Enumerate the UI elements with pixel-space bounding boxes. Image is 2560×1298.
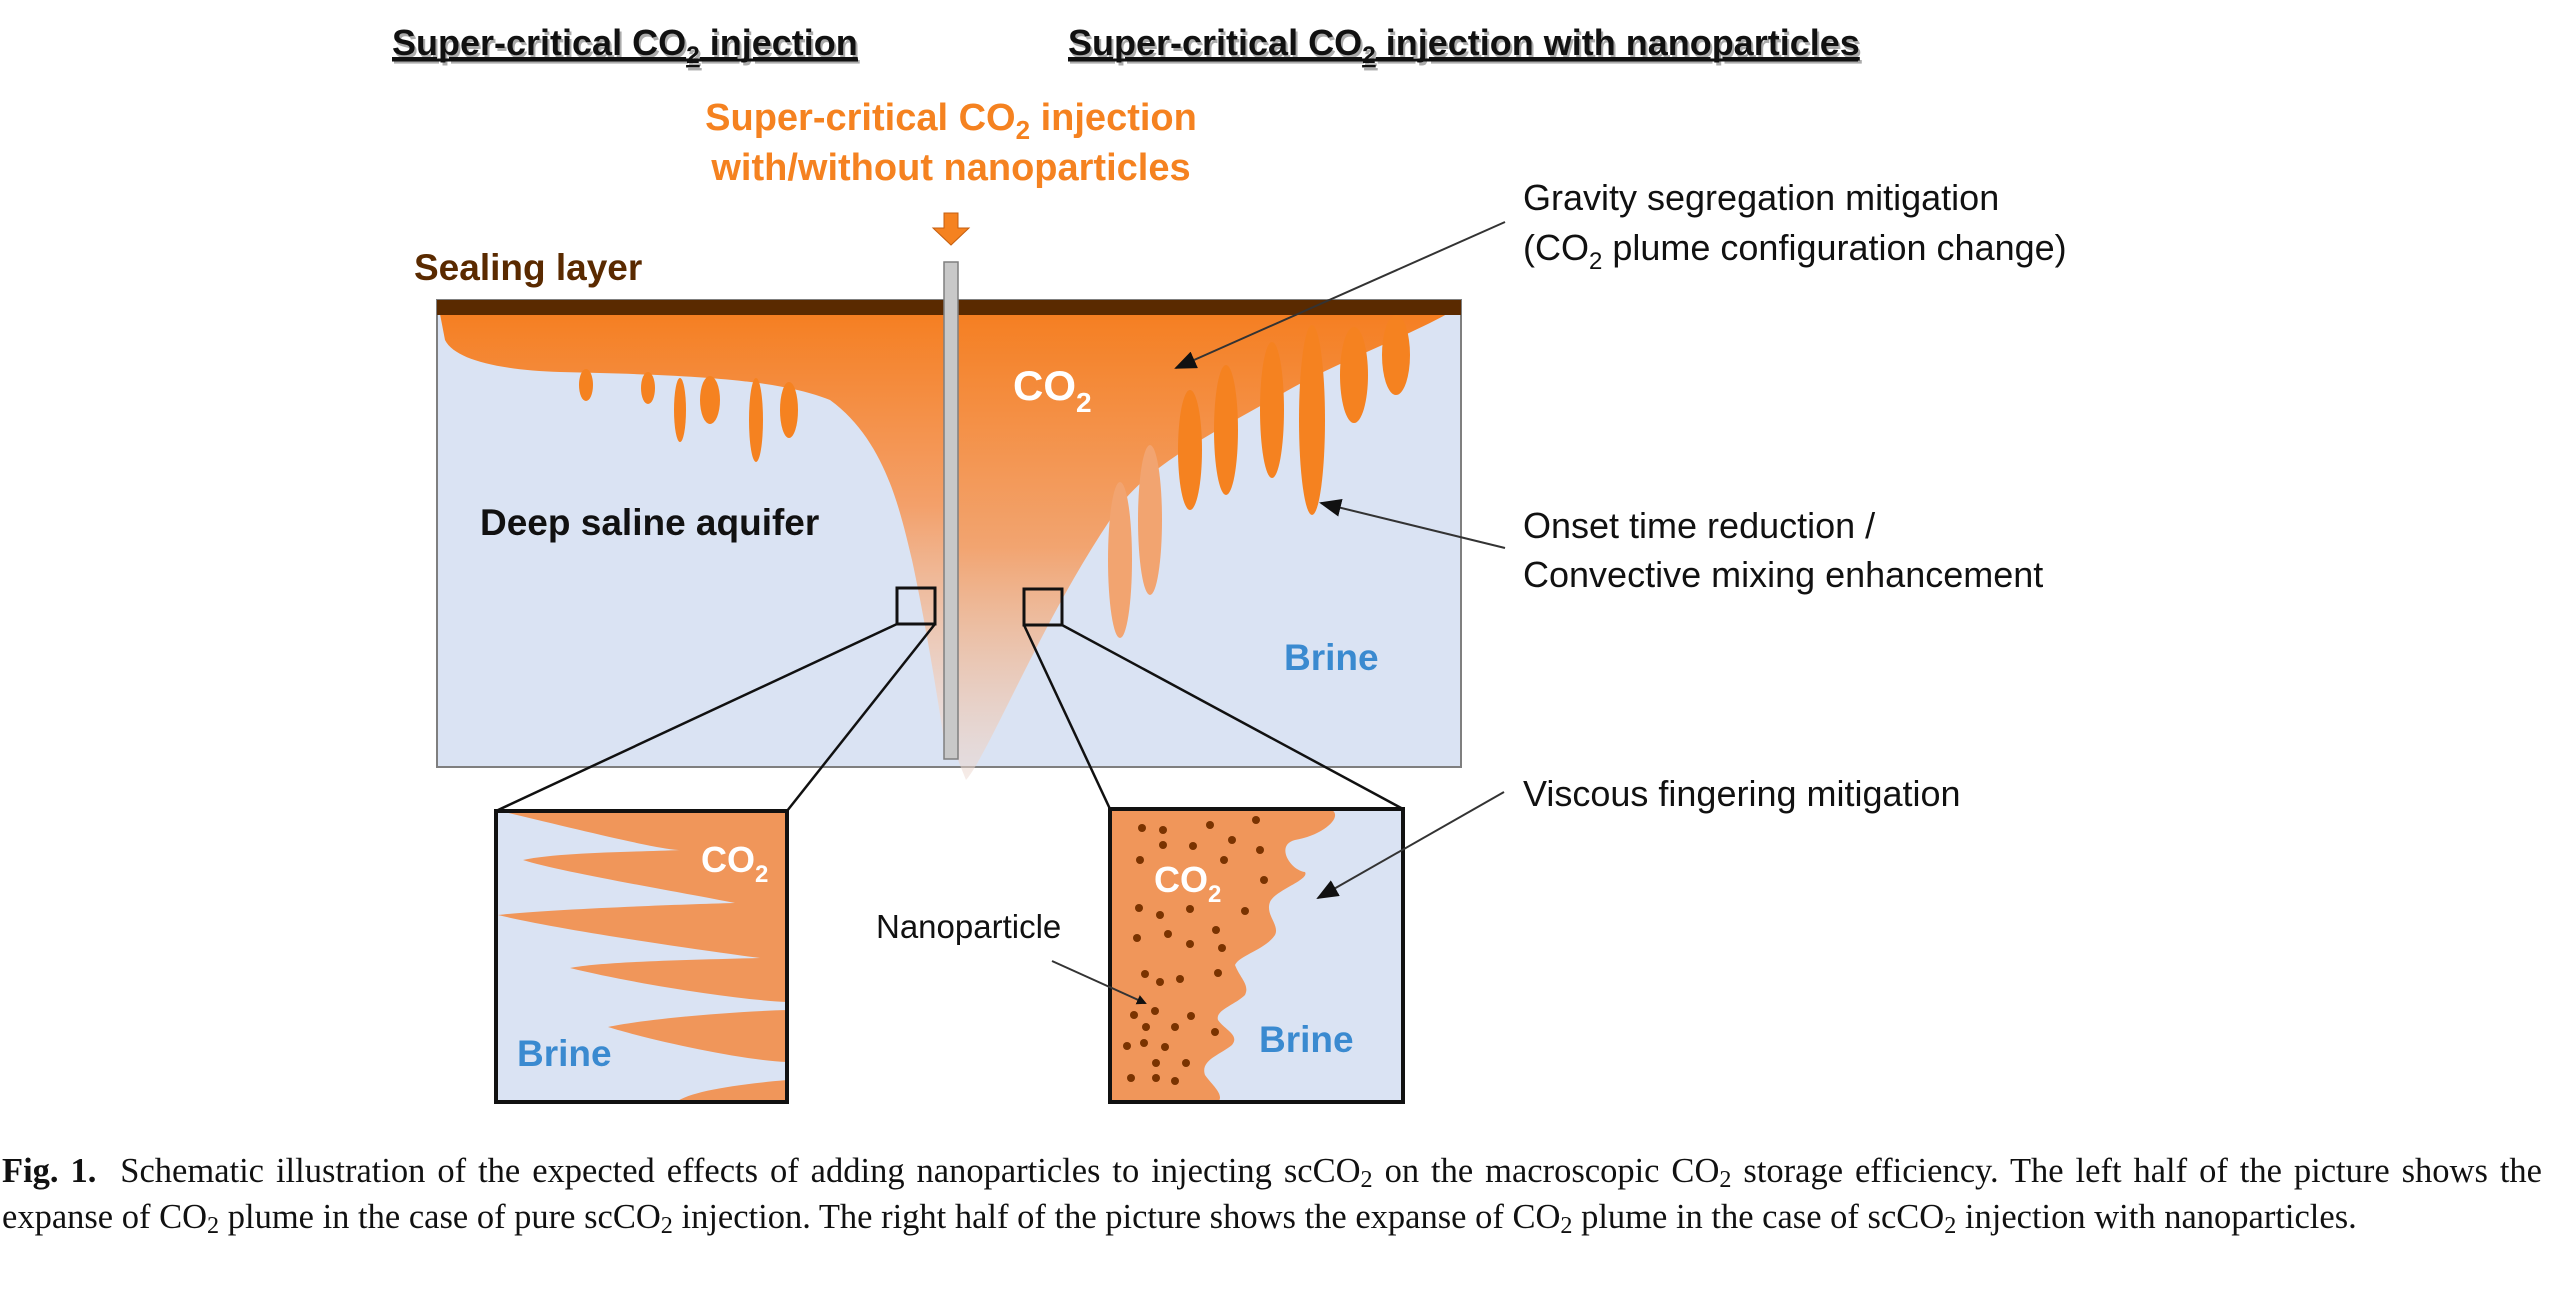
nanoparticle-label: Nanoparticle	[876, 908, 1061, 945]
nanoparticle-dot	[1151, 1007, 1159, 1015]
co2-plume-right	[958, 314, 1447, 780]
annotation-viscous: Viscous fingering mitigation	[1523, 773, 1961, 814]
nanoparticle-dot	[1189, 842, 1197, 850]
inset-right-brine-label: Brine	[1259, 1019, 1354, 1060]
nanoparticle-dot	[1141, 970, 1149, 978]
inset-right-co2-label: CO2	[1154, 859, 1221, 908]
nanoparticle-dot	[1156, 978, 1164, 986]
header-right-text: Super-critical CO2 injection with nanopa…	[1068, 22, 1860, 69]
co2-fingers-right-deep	[1108, 445, 1162, 638]
co2-fingers-left	[579, 369, 798, 462]
nanoparticle-dot	[1212, 926, 1220, 934]
injection-well	[943, 261, 959, 760]
inset-right: CO2 Brine	[1108, 807, 1405, 1104]
nanoparticle-dot	[1130, 1011, 1138, 1019]
zoom-region-left	[895, 586, 937, 626]
header-left-text: Super-critical CO2 injection	[392, 22, 858, 69]
annotation-onset-line1: Onset time reduction /	[1523, 505, 1875, 546]
nanoparticle-dot	[1171, 1077, 1179, 1085]
nanoparticle-dot	[1136, 856, 1144, 864]
nanoparticle-dot	[1127, 1074, 1135, 1082]
inset-left: CO2 Brine	[494, 809, 789, 1104]
viscous-arrow	[1316, 791, 1505, 899]
caption-label: Fig. 1.	[2, 1152, 97, 1190]
nanoparticles	[1123, 816, 1268, 1085]
nanoparticle-dot	[1156, 911, 1164, 919]
nanoparticle-dot	[1182, 1059, 1190, 1067]
nanoparticle-dot	[1176, 975, 1184, 983]
nanoparticle-dot	[1241, 907, 1249, 915]
co2-fingers-right	[1178, 315, 1410, 515]
zoom-region-right	[1022, 587, 1064, 627]
nanoparticle-dot	[1218, 944, 1226, 952]
nanoparticle-dot	[1220, 856, 1228, 864]
plume-co2-label: CO2	[1013, 362, 1092, 418]
nanoparticle-dot	[1211, 1028, 1219, 1036]
nanoparticle-dot	[1152, 1074, 1160, 1082]
nanoparticle-dot	[1142, 1023, 1150, 1031]
header-right: Super-critical CO2 injection with nanopa…	[1068, 22, 1862, 72]
figure-caption: Fig. 1. Schematic illustration of the ex…	[2, 1152, 2542, 1239]
gravity-arrow	[1174, 221, 1506, 369]
onset-arrow	[1319, 499, 1506, 549]
nanoparticle-dot	[1159, 826, 1167, 834]
sealing-layer-label: Sealing layer	[414, 247, 642, 288]
nanoparticle-dot	[1187, 1012, 1195, 1020]
nanoparticle-dot	[1256, 846, 1264, 854]
main-brine-label: Brine	[1284, 637, 1379, 678]
nanoparticle-dot	[1186, 940, 1194, 948]
aquifer-label: Deep saline aquifer	[480, 502, 819, 543]
annotation-onset-line2: Convective mixing enhancement	[1523, 554, 2043, 595]
nanoparticle-dot	[1186, 905, 1194, 913]
nanoparticle-dot	[1140, 1039, 1148, 1047]
nanoparticle-dot	[1171, 1023, 1179, 1031]
nanoparticle-dot	[1159, 841, 1167, 849]
annotation-gravity-line2: (CO2 plume configuration change)	[1523, 227, 2067, 275]
nanoparticle-dot	[1214, 969, 1222, 977]
nanoparticle-dot	[1135, 904, 1143, 912]
nanoparticle-dot	[1164, 930, 1172, 938]
injection-arrow-icon	[931, 212, 971, 246]
nanoparticle-dot	[1152, 1059, 1160, 1067]
injection-label-line1: Super-critical CO2 injection	[705, 97, 1197, 145]
nanoparticle-dot	[1228, 836, 1236, 844]
header-left: Super-critical CO2 injection Super-criti…	[392, 22, 860, 72]
zoom-connectors	[495, 622, 1404, 813]
annotation-gravity-line1: Gravity segregation mitigation	[1523, 177, 1999, 218]
nanoparticle-dot	[1133, 934, 1141, 942]
nanoparticle-dot	[1138, 824, 1146, 832]
co2-plume-left	[440, 314, 944, 740]
nanoparticle-dot	[1206, 821, 1214, 829]
nanoparticle-dot	[1260, 876, 1268, 884]
schematic-figure: Super-critical CO2 injection Super-criti…	[392, 22, 2067, 1104]
inset-left-fingers	[498, 811, 787, 1102]
nanoparticle-dot	[1161, 1043, 1169, 1051]
inset-left-brine-label: Brine	[517, 1033, 612, 1074]
inset-left-co2-label: CO2	[701, 839, 768, 888]
nanoparticle-dot	[1252, 816, 1260, 824]
injection-label-line2: with/without nanoparticles	[710, 147, 1190, 189]
nanoparticle-dot	[1123, 1042, 1131, 1050]
nanoparticle-arrow	[1051, 960, 1147, 1005]
inset-right-co2-front	[1110, 809, 1336, 1102]
